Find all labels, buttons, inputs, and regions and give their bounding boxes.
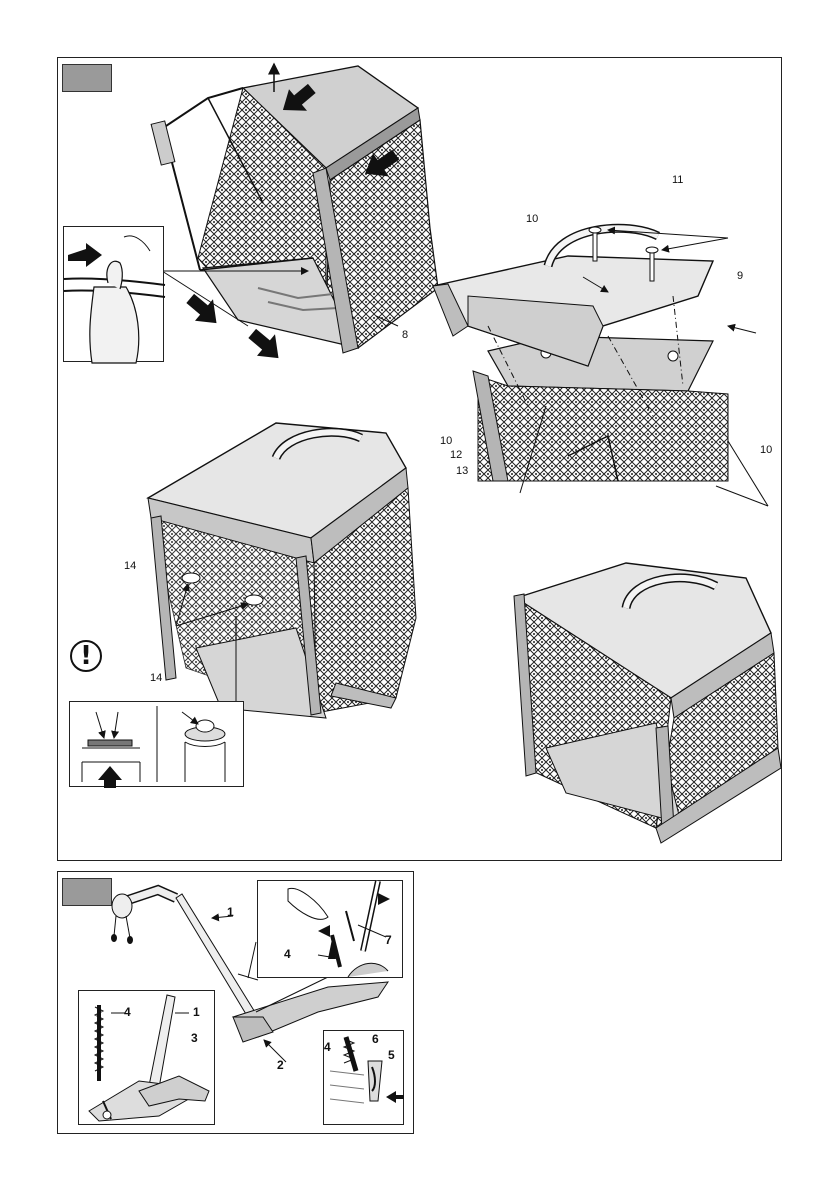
label-14-detail: 14 — [150, 672, 162, 684]
label-10-right: 10 — [760, 444, 772, 456]
label-11: 11 — [672, 174, 683, 186]
label-9: 9 — [737, 270, 743, 282]
lid-exploded-view-illustration — [428, 166, 778, 486]
label-1-pivot: 1 — [193, 1006, 200, 1018]
spring-hook-detail-inset — [257, 880, 403, 978]
warning-icon: ! — [70, 640, 102, 672]
finished-basket-illustration — [506, 558, 781, 843]
figure-a-panel: ! 8 9 10 10 10 11 12 13 14 14 — [57, 57, 782, 861]
label-3: 3 — [191, 1032, 198, 1044]
label-10-left: 10 — [440, 435, 452, 447]
hook-latch-detail-inset — [323, 1030, 404, 1125]
label-12: 12 — [450, 449, 462, 461]
stopper-insertion-illustration — [70, 702, 245, 788]
label-14-basket: 14 — [124, 560, 136, 572]
spring-hook-illustration — [258, 881, 404, 979]
label-8: 8 — [402, 329, 408, 341]
label-6: 6 — [372, 1033, 379, 1045]
label-4-spring-left: 4 — [124, 1006, 131, 1018]
stopper-detail-inset — [69, 701, 244, 787]
label-2: 2 — [277, 1059, 284, 1071]
basket-with-lid-illustration — [136, 418, 436, 728]
figure-b-panel: 1 7 4 4 1 3 2 4 6 5 — [57, 871, 414, 1134]
label-1-handle: 1 — [227, 906, 234, 918]
hand-gripping-frame-illustration — [64, 227, 165, 363]
label-5: 5 — [388, 1049, 395, 1061]
label-4-spring-top: 4 — [284, 948, 291, 960]
label-7: 7 — [385, 934, 392, 946]
hook-latch-illustration — [324, 1031, 405, 1126]
label-10-handle: 10 — [526, 213, 538, 225]
hand-clip-detail-inset — [63, 226, 164, 362]
label-13: 13 — [456, 465, 468, 477]
label-4-hook: 4 — [324, 1041, 331, 1053]
